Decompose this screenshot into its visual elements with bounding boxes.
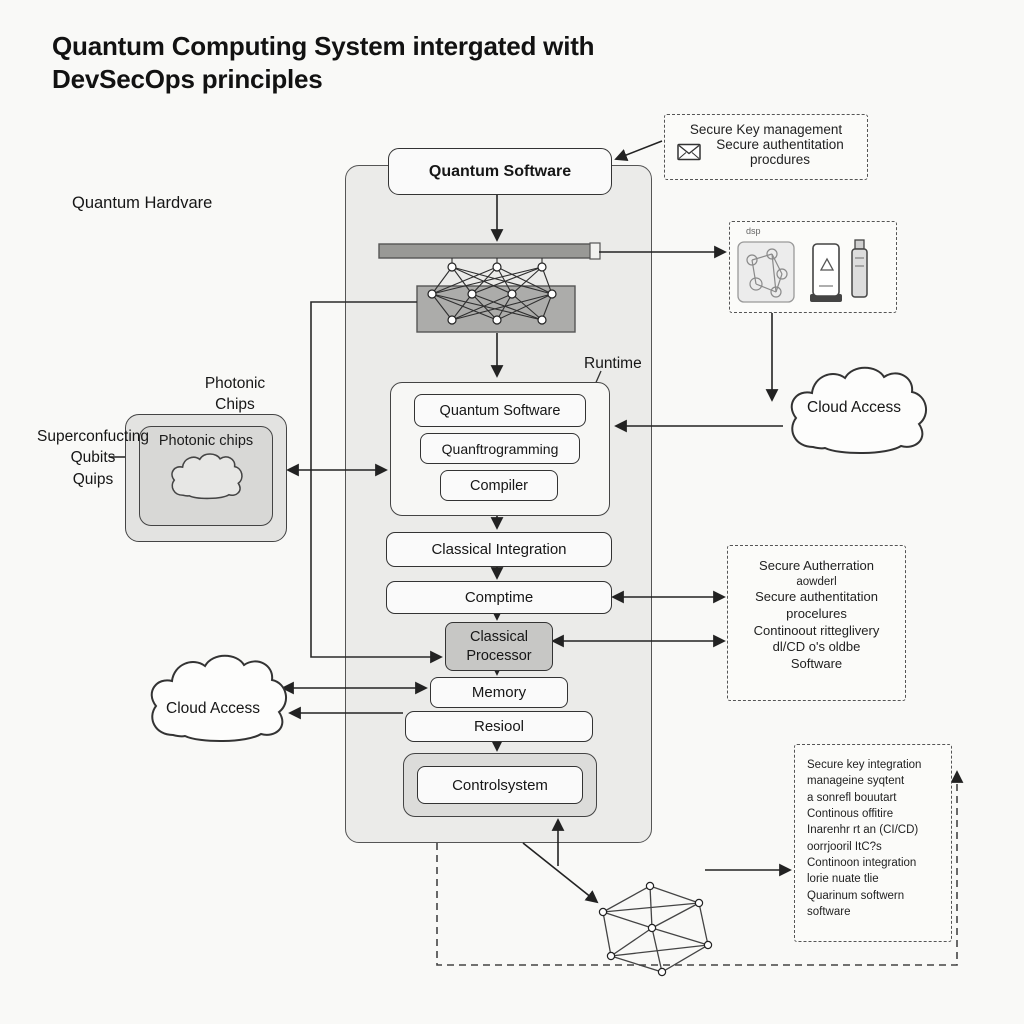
note-line: procdures [749, 152, 811, 167]
label-superconducting-line1: Superconfucting [36, 428, 150, 445]
box-memory: Memory [430, 677, 568, 708]
label-superconducting-qubits: Superconfucting Qubits Quips [28, 426, 158, 490]
circuit-chip-icon [737, 241, 795, 303]
note-line: lorie nuate tlie [807, 873, 879, 886]
note-secure-authentication: Secure Autherration aowderl Secure authe… [727, 545, 906, 701]
label-photonic-chips-line2: Chips [215, 395, 255, 413]
label-quantum-hardware: Quantum Hardvare [72, 194, 213, 212]
note-line: Continous offitire [807, 807, 894, 820]
box-control-system: Controlsystem [417, 766, 583, 804]
note-line: procelures [786, 605, 847, 621]
box-resiool: Resiool [405, 711, 593, 742]
device-caption: dsp [746, 226, 761, 236]
label-superconducting-line2: Qubits [70, 449, 116, 467]
box-comptime: Comptime [386, 581, 612, 614]
neural-network-icon [378, 242, 601, 333]
note-line: Continoout ritteglivery [753, 622, 880, 638]
cloud-icon [171, 453, 243, 500]
dashed-feedback-connector [436, 770, 964, 966]
note-secure-key-management: Secure Key management Secure authentitat… [664, 114, 868, 180]
note-line: Secure key integration [807, 759, 922, 771]
box-quantum-software-top: Quantum Software [388, 148, 612, 195]
classical-processor-line1: Classical [469, 629, 528, 646]
cloud-icon [790, 366, 928, 455]
note-line: aowderl [796, 575, 837, 588]
note-line: Secure Autherration [759, 558, 874, 573]
note-line: oorrjooril ItC?s [807, 840, 882, 853]
note-line: Quarinum softwern [807, 889, 905, 902]
note-line: Secure authentitation [716, 137, 844, 152]
envelope-icon [677, 143, 701, 161]
label-superconducting-line3: Quips [72, 470, 114, 488]
cloud-icon [150, 654, 288, 743]
label-runtime: Runtime [584, 355, 642, 372]
label-photonic-chips-line1: Photonic [204, 375, 266, 392]
note-line: software [807, 905, 851, 918]
devices-panel: dsp [729, 221, 897, 313]
cloud-access-right-label: Cloud Access [807, 399, 901, 416]
mobile-device-icon [810, 243, 842, 302]
box-quantum-software-inner: Quantum Software [414, 394, 586, 427]
page-title-line1: Quantum Computing System intergated with [52, 31, 595, 61]
note-line: Software [790, 655, 843, 671]
arrow-control-to-network [522, 842, 599, 904]
box-quantum-programming: Quanftrogramming [420, 433, 580, 464]
note-line: Inarenhr rt an (CI/CD) [807, 824, 919, 837]
page-title-line2: DevSecOps principles [52, 63, 323, 94]
devices-icons [737, 239, 868, 303]
photonic-chips-box-label: Photonic chips [158, 433, 254, 449]
page-title: Quantum Computing System intergated with… [52, 30, 692, 95]
photonic-inner-panel: Photonic chips [139, 426, 273, 526]
cloud-access-left-label: Cloud Access [166, 700, 260, 717]
box-classical-integration: Classical Integration [386, 532, 612, 567]
note-line: a sonrefl bouutart [807, 791, 897, 804]
note-line: Continoon integration [807, 856, 917, 869]
note-line: Secure authentitation [755, 589, 878, 605]
note-secure-key-integration: Secure key integration manageine syqtent… [794, 744, 952, 942]
label-photonic-chips: Photonic Chips [193, 374, 277, 416]
connector-hardware-to-processor [310, 301, 443, 664]
note-line: manageine syqtent [807, 775, 905, 788]
box-compiler: Compiler [440, 470, 558, 501]
classical-processor-line2: Processor [466, 647, 532, 664]
arrow-keynote-to-software [614, 140, 663, 161]
note-line: dl/CD o's oldbe [772, 639, 861, 655]
usb-drive-icon [851, 239, 868, 298]
note-line: Secure Key management [689, 122, 843, 137]
box-classical-processor: Classical Processor [445, 622, 553, 671]
polyhedron-network-icon [598, 881, 713, 977]
